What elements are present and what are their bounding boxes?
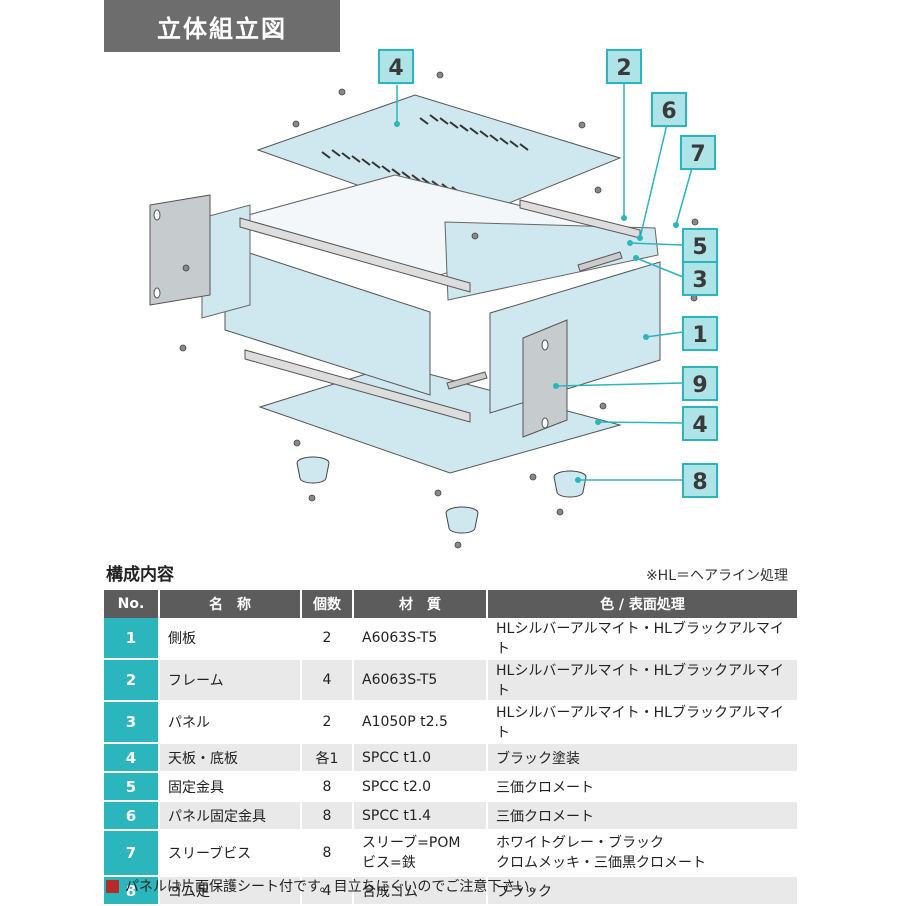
row-finish: HLシルバーアルマイト・HLブラックアルマイト [486,659,797,702]
exploded-assembly-diagram: 4 2 6 7 5 3 1 9 4 8 [149,49,718,549]
row-material: A6063S-T5 [352,618,487,660]
row-qty: 2 [300,618,353,660]
note-marker-icon [106,879,119,893]
row-no: 3 [104,701,159,744]
callout-3: 3 [682,261,718,296]
protective-sheet-note: パネルは片面保護シート付です。目立ちにくいのでご注意下さい。 [106,876,543,896]
fixing-bracket [577,251,623,272]
row-name: 天板・底板 [158,743,301,773]
table-row: 4 天板・底板 各1 SPCC t1.0 ブラック塗装 [104,743,797,773]
row-finish: HLシルバーアルマイト・HLブラックアルマイト [486,701,797,744]
table-row: 2 フレーム 4 A6063S-T5 HLシルバーアルマイト・HLブラックアルマ… [104,659,797,702]
rack-ear-left [149,194,211,306]
table-header-row: No. 名 称 個数 材 質 色 / 表面処理 [104,590,797,618]
row-qty: 8 [300,772,353,802]
table-row: 3 パネル 2 A1050P t2.5 HLシルバーアルマイト・HLブラックアル… [104,701,797,744]
row-material: A6063S-T5 [352,659,487,702]
row-qty: 4 [300,659,353,702]
table-row: 6 パネル固定金具 8 SPCC t1.4 三価クロメート [104,801,797,831]
top-plate-vents [321,114,529,194]
row-no: 1 [104,618,159,660]
fixing-bracket-2 [446,371,488,390]
callout-6: 6 [651,92,687,127]
callout-4-top: 4 [378,49,414,84]
row-finish: HLシルバーアルマイト・HLブラックアルマイト [486,618,797,660]
rear-panel [444,221,659,301]
header-finish: 色 / 表面処理 [487,590,797,618]
header-name: 名 称 [159,590,302,618]
row-material-line: ビス=鉄 [362,855,416,871]
callout-4-bottom-label: 4 [692,413,707,438]
row-no: 7 [104,830,159,877]
row-finish: 三価クロメート [486,772,797,802]
row-no: 5 [104,772,159,802]
table-row: 7 スリーブビス 8 スリーブ=POM ビス=鉄 ホワイトグレー・ブラック クロ… [104,830,797,877]
protective-sheet-note-text: パネルは片面保護シート付です。目立ちにくいのでご注意下さい。 [125,879,544,895]
row-material: SPCC t1.0 [352,743,487,773]
row-finish: 三価クロメート [486,801,797,831]
row-material: A1050P t2.5 [352,701,487,744]
screws [179,71,699,549]
table-row: 1 側板 2 A6063S-T5 HLシルバーアルマイト・HLブラックアルマイト [104,618,797,660]
row-finish: ブラック塗装 [486,743,797,773]
callout-7: 7 [680,135,716,170]
callout-8-label: 8 [692,470,707,495]
row-name: 固定金具 [158,772,301,802]
row-qty: 8 [300,830,353,877]
callout-9: 9 [682,366,718,401]
row-finish-line: クロムメッキ・三価黒クロメート [496,855,706,871]
callout-8: 8 [682,463,718,498]
callout-5-label: 5 [692,235,707,260]
callout-9-label: 9 [692,373,707,398]
row-qty: 各1 [300,743,353,773]
callout-7-label: 7 [690,142,705,167]
callout-2-label: 2 [616,56,631,81]
header-no: No. [104,590,160,618]
row-material: SPCC t1.4 [352,801,487,831]
diagram-title: 立体組立図 [104,0,340,52]
hairline-note: ※HL＝ヘアライン処理 [645,568,788,584]
callout-1: 1 [682,316,718,351]
row-qty: 2 [300,701,353,744]
header-qty: 個数 [301,590,354,618]
row-material: SPCC t2.0 [352,772,487,802]
callout-2: 2 [606,49,642,84]
composition-title: 構成内容 [106,565,174,585]
row-qty: 8 [300,801,353,831]
composition-table: No. 名 称 個数 材 質 色 / 表面処理 1 側板 2 A6063S-T5… [104,590,797,906]
header-material: 材 質 [353,590,488,618]
frame-rail-top-left [239,217,471,293]
rubber-feet [296,456,587,534]
rack-ear-right [522,319,568,438]
row-finish-line: ホワイトグレー・ブラック [496,835,664,851]
row-name: フレーム [158,659,301,702]
row-material: スリーブ=POM ビス=鉄 [352,830,487,877]
callout-3-label: 3 [692,268,707,293]
row-name: パネル固定金具 [158,801,301,831]
row-name: スリーブビス [158,830,301,877]
callout-6-label: 6 [661,99,676,124]
row-no: 2 [104,659,159,702]
row-material-line: スリーブ=POM [362,835,461,851]
row-no: 4 [104,743,159,773]
row-name: 側板 [158,618,301,660]
callout-1-label: 1 [692,323,707,348]
frame-rail-bottom-left [244,349,471,423]
row-name: パネル [158,701,301,744]
row-no: 6 [104,801,159,831]
callout-4-bottom: 4 [682,406,718,441]
callout-4-top-label: 4 [388,56,403,81]
callout-5: 5 [682,228,718,263]
table-row: 5 固定金具 8 SPCC t2.0 三価クロメート [104,772,797,802]
row-finish: ホワイトグレー・ブラック クロムメッキ・三価黒クロメート [486,830,797,877]
